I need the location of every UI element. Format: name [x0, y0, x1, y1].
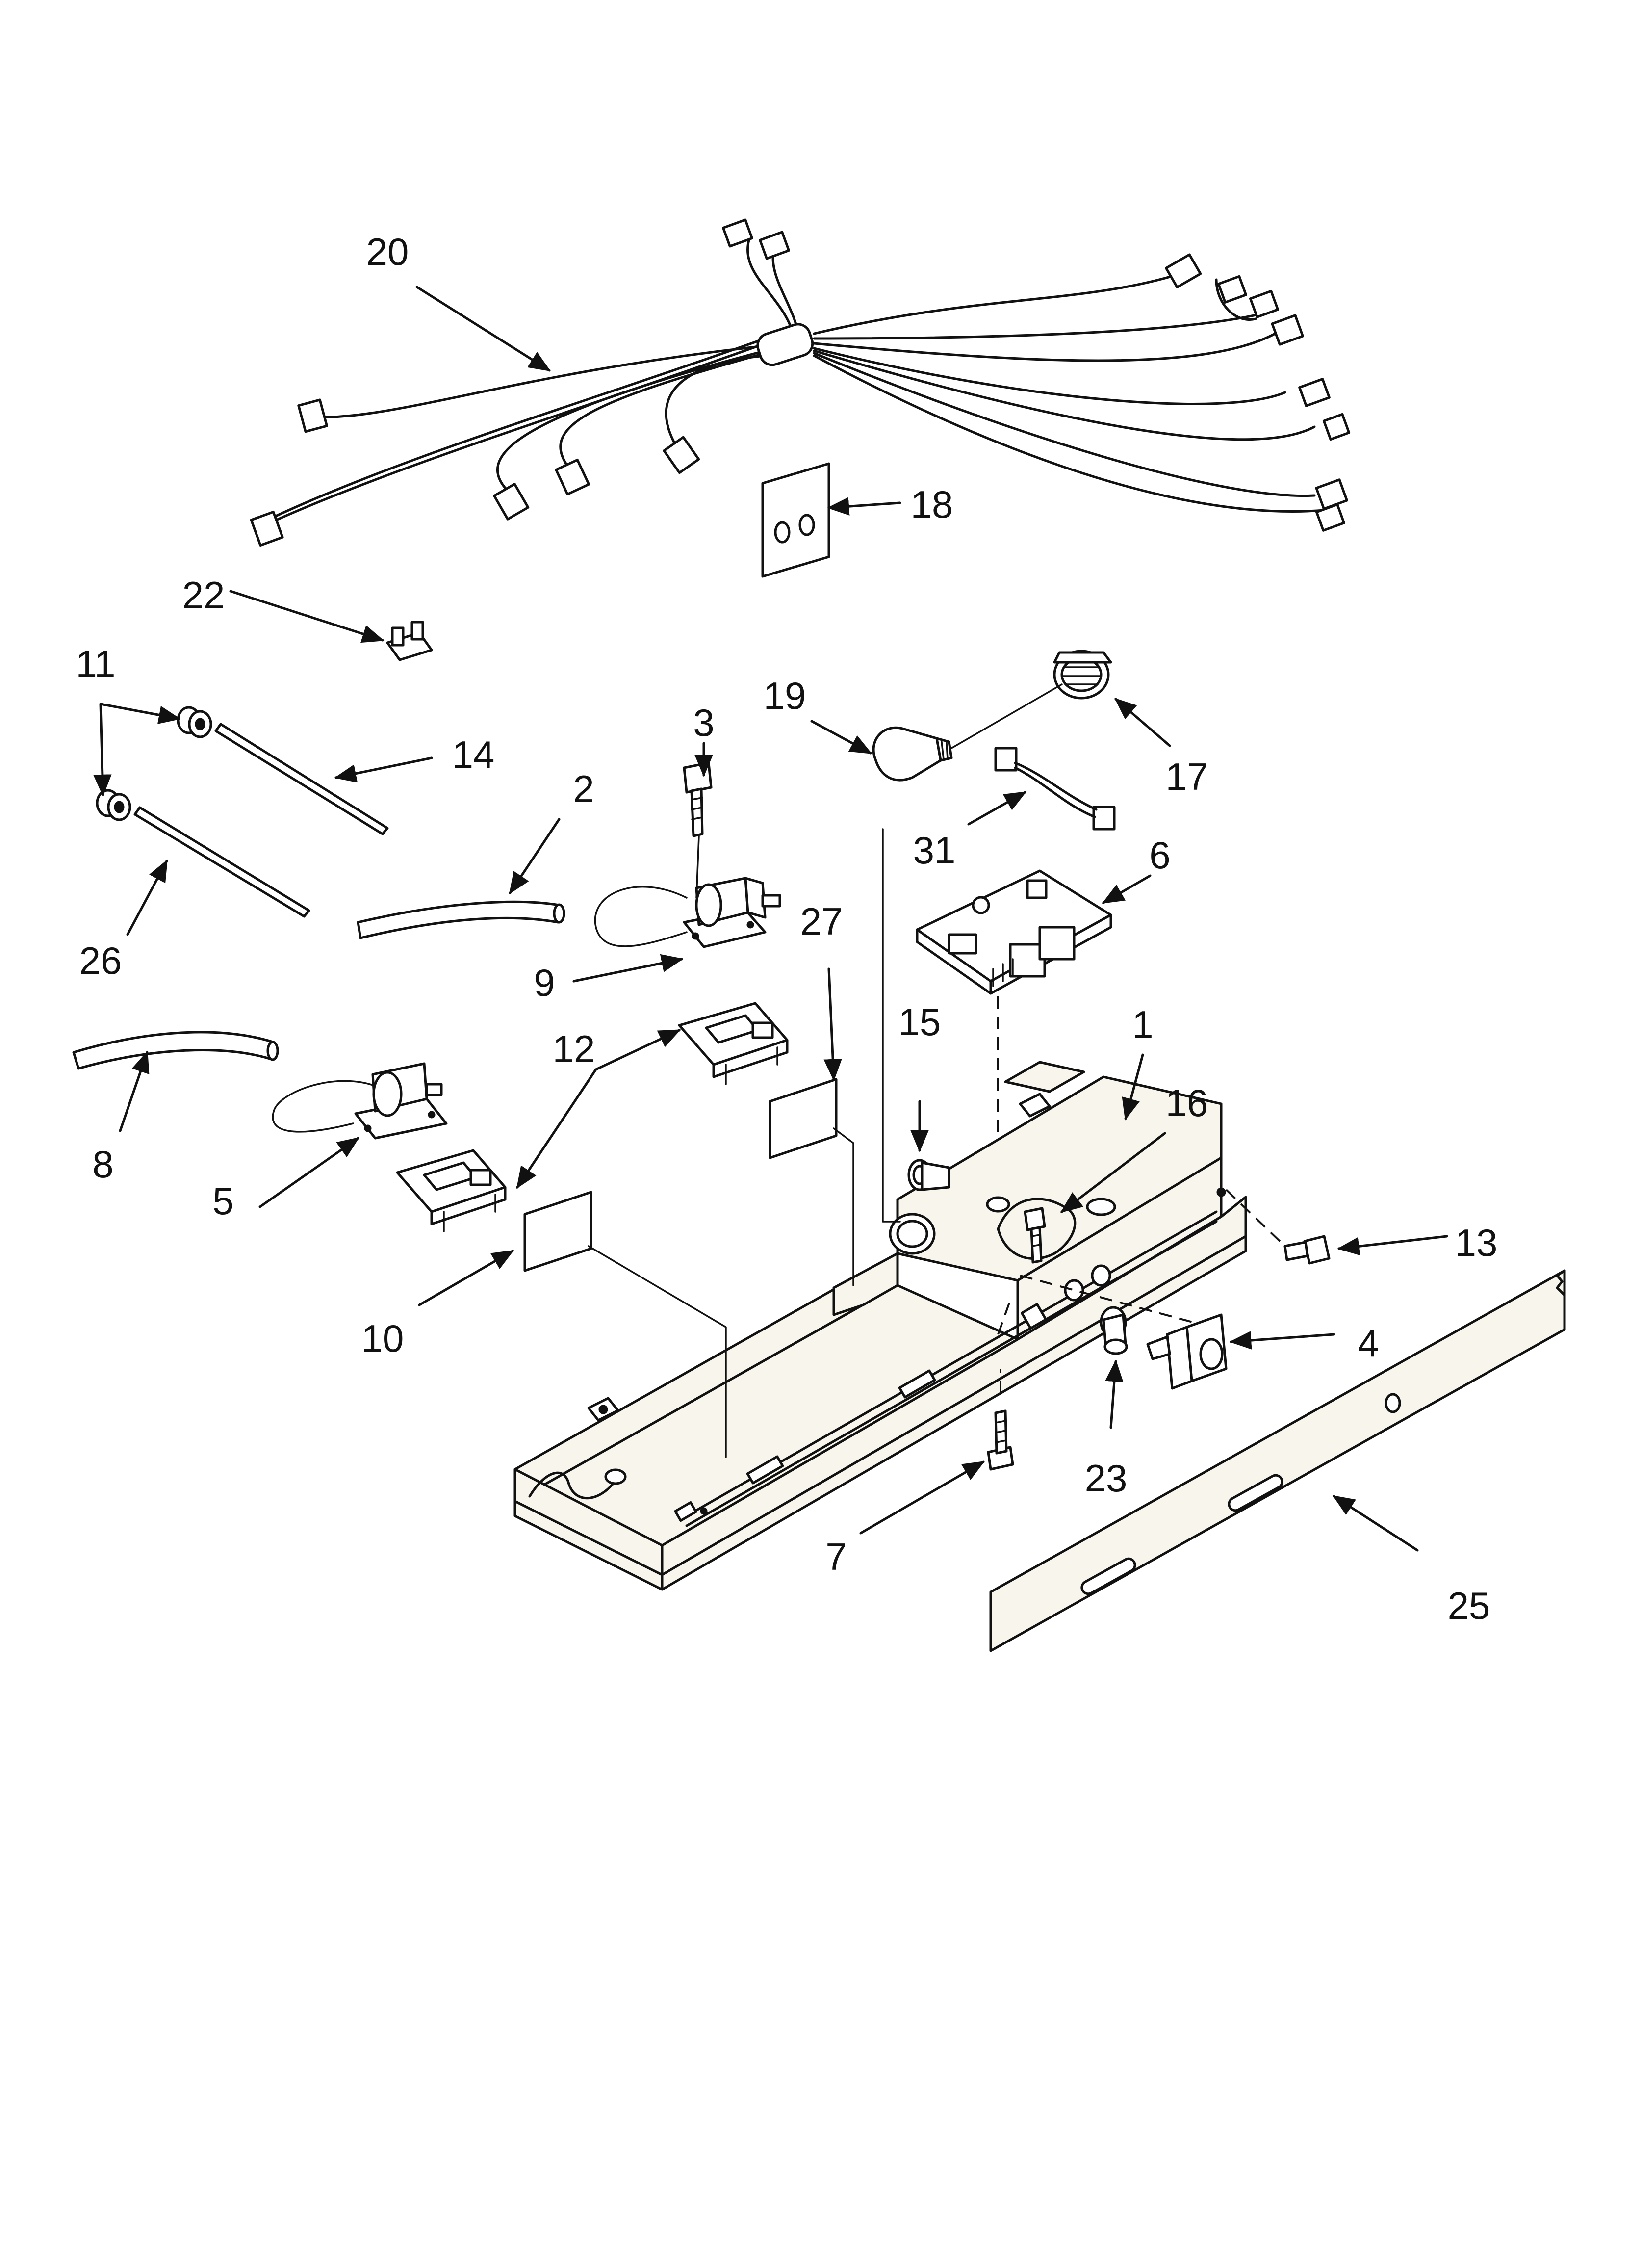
cover-plate: [761, 462, 830, 578]
callout-15: 15: [898, 1000, 941, 1043]
screw-16: [1024, 1207, 1046, 1264]
callout-16: 16: [1166, 1081, 1208, 1124]
callout-6: 6: [1149, 834, 1170, 877]
control-board: [916, 869, 1112, 995]
callout-9: 9: [534, 961, 555, 1004]
grommet-lower: [96, 789, 131, 821]
callout-labels: 20 18 22 11 14 26 2 3 9 19 17 31 6 27 15…: [76, 230, 1498, 1627]
callout-22: 22: [182, 574, 225, 617]
callout-7: 7: [825, 1535, 847, 1578]
callout-14: 14: [452, 733, 495, 776]
callout-20: 20: [366, 230, 409, 273]
tube-8: [72, 1031, 279, 1070]
grommet-upper: [177, 706, 212, 738]
trim-strip: [989, 1269, 1566, 1652]
callout-25: 25: [1448, 1584, 1490, 1627]
callout-10: 10: [361, 1317, 404, 1360]
light-bulb: [872, 726, 953, 782]
switch-12-lower: [396, 1149, 507, 1232]
lamp-socket: [1053, 650, 1112, 700]
callout-26: 26: [79, 939, 122, 982]
callout-27: 27: [800, 900, 843, 943]
callout-1: 1: [1132, 1003, 1153, 1046]
callout-18: 18: [911, 483, 953, 526]
rod-26: [133, 806, 310, 918]
switch-12-upper: [678, 1002, 789, 1085]
rod-14: [214, 723, 389, 835]
harness-31: [994, 747, 1116, 831]
wire-harness: [250, 218, 1351, 547]
callout-5: 5: [212, 1179, 233, 1223]
callout-19: 19: [764, 674, 806, 717]
callout-13: 13: [1455, 1221, 1498, 1264]
leader-arrows: [93, 286, 1448, 1552]
label-27: [769, 1078, 838, 1159]
switch-4: [1146, 1313, 1228, 1390]
switch-5: [272, 1062, 448, 1140]
callout-11: 11: [76, 642, 116, 685]
callout-31: 31: [913, 829, 956, 872]
screw-13: [1283, 1235, 1331, 1265]
screw-7: [987, 1409, 1014, 1471]
callout-17: 17: [1166, 755, 1208, 798]
plug-15: [907, 1159, 950, 1191]
callout-4: 4: [1358, 1322, 1379, 1365]
callout-3: 3: [693, 701, 714, 744]
screw-3: [683, 761, 713, 837]
label-10: [523, 1191, 592, 1272]
tube-2: [357, 900, 565, 939]
callout-2: 2: [573, 767, 594, 810]
callout-12: 12: [553, 1027, 595, 1070]
callout-23: 23: [1085, 1457, 1128, 1500]
knob-23: [1100, 1306, 1128, 1355]
control-housing: [513, 1061, 1247, 1591]
switch-9: [594, 877, 781, 948]
clip: [386, 621, 433, 661]
callout-8: 8: [92, 1143, 113, 1186]
